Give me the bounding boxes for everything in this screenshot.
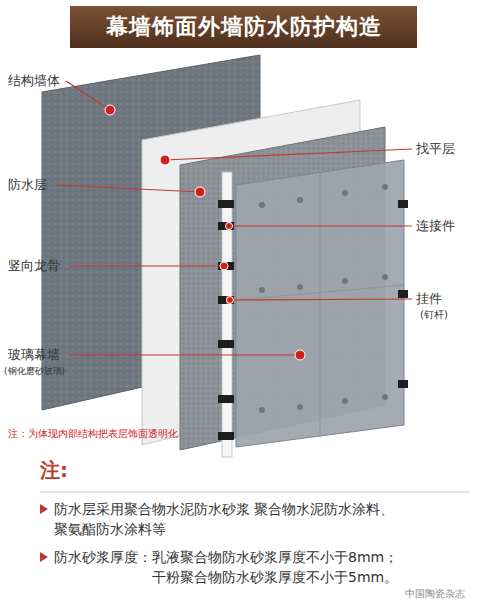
part-sublabel: (钢化磨砂玻璃) (4, 366, 65, 377)
glass-joints (236, 173, 404, 437)
watermark: 中国陶瓷杂志 (405, 588, 465, 601)
note-heading: 注: (40, 458, 68, 483)
part-label: 竖向龙骨 (8, 258, 60, 274)
part-label: 连接件 (416, 218, 455, 234)
divider-line (40, 492, 470, 493)
glass-curtain-wall (236, 160, 404, 447)
part-label: 挂件 (416, 291, 442, 307)
part-label: 结构墙体 (8, 73, 60, 89)
glass-fixing-dots (259, 184, 388, 413)
leader-lines (56, 81, 412, 355)
note-text: 防水砂浆厚度：乳液聚合物防水砂浆厚度不小于8mm； 干粉聚合物防水砂浆厚度不小于… (54, 547, 474, 587)
bullet-mark (40, 552, 48, 562)
part-label: 玻璃幕墙 (8, 347, 60, 363)
leader-dots (105, 105, 305, 360)
vertical-keel (222, 172, 232, 457)
part-label: 防水层 (8, 177, 47, 193)
red-note: 注：为体现内部结构把表层饰面透明化 (8, 428, 178, 441)
diagram-title: 幕墙饰面外墙防水防护构造 (106, 13, 382, 41)
bullet-mark (40, 504, 48, 514)
note-text: 防水层采用聚合物水泥防水砂浆 聚合物水泥防水涂料、聚氨酯防水涂料等 (54, 499, 474, 539)
part-sublabel: (钉杆) (420, 309, 448, 322)
title-banner (70, 6, 417, 48)
part-label: 找平层 (416, 141, 455, 157)
connector-clips (218, 200, 408, 440)
